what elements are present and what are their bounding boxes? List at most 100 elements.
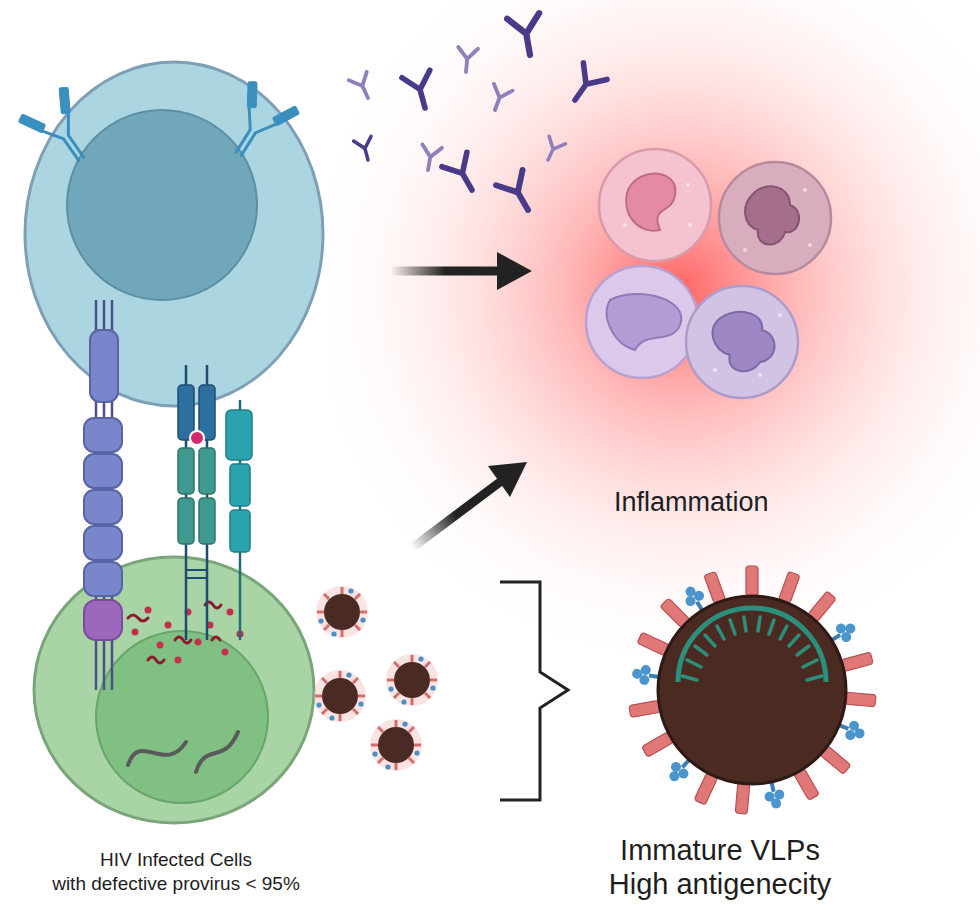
granulocytes xyxy=(586,266,698,378)
infected-cell xyxy=(212,637,220,640)
immature-vlp xyxy=(717,626,724,639)
released-vlps xyxy=(386,654,438,706)
granulocytes xyxy=(623,183,812,377)
granulocytes xyxy=(623,223,627,227)
inflammation-label: Inflammation xyxy=(614,487,769,518)
b-cell xyxy=(16,62,323,406)
secreted-antibodies xyxy=(456,47,478,73)
receptors xyxy=(230,464,250,506)
infected-cell xyxy=(128,742,186,765)
receptors xyxy=(186,577,207,579)
infected-cell xyxy=(34,557,314,823)
infected-cell xyxy=(227,609,234,616)
granulocytes xyxy=(586,149,831,398)
granulocytes xyxy=(686,286,798,398)
granulocytes xyxy=(745,186,799,244)
receptors xyxy=(84,600,122,640)
granulocytes xyxy=(719,162,831,274)
infected-cell xyxy=(196,732,238,772)
receptors xyxy=(199,448,215,494)
b-cell xyxy=(16,84,107,178)
immature-vlp xyxy=(845,692,876,707)
immature-vlp xyxy=(758,617,760,631)
immature-vlp xyxy=(735,783,750,814)
cell-caption: with defective provirus < 95% xyxy=(52,873,300,895)
vlp-caption: High antigenecity xyxy=(609,868,831,901)
granulocytes xyxy=(626,174,675,231)
secreted-antibodies xyxy=(354,136,377,162)
immature-vlp xyxy=(780,626,787,639)
immature-vlp xyxy=(746,566,758,596)
infected-cell xyxy=(175,637,191,643)
inflammation-glow xyxy=(330,0,980,700)
infected-cell xyxy=(132,629,139,636)
receptors xyxy=(84,562,122,596)
immature-vlp xyxy=(695,646,707,655)
infected-cell xyxy=(145,607,152,614)
secreted-antibodies xyxy=(402,70,439,111)
immature-vlp xyxy=(779,571,801,603)
infected-cell xyxy=(96,631,268,803)
infected-cell xyxy=(148,657,164,663)
arrows xyxy=(412,482,500,548)
immature-vlp xyxy=(807,676,822,680)
granulocytes xyxy=(808,243,812,247)
receptors xyxy=(199,498,215,544)
immature-vlp xyxy=(803,660,817,667)
immature-vlp xyxy=(789,635,799,646)
granulocytes xyxy=(743,248,747,252)
receptors xyxy=(84,490,122,524)
released-vlps xyxy=(316,586,368,638)
secreted-antibodies xyxy=(507,13,546,58)
arrows xyxy=(392,252,532,548)
secreted-antibodies xyxy=(349,72,377,102)
receptors xyxy=(190,431,204,445)
granulocytes xyxy=(686,183,690,187)
secreted-antibodies xyxy=(540,136,566,164)
released-vlps xyxy=(314,586,438,771)
immature-vlp xyxy=(629,700,661,717)
receptors xyxy=(178,385,194,440)
granulocytes xyxy=(607,294,681,350)
immature-vlp xyxy=(730,620,735,634)
secreted-antibodies xyxy=(418,144,442,171)
arrows xyxy=(497,252,532,290)
receptors xyxy=(90,330,118,402)
released-vlps xyxy=(370,719,422,771)
granulocytes xyxy=(803,188,807,192)
granulocytes xyxy=(599,149,711,261)
receptors xyxy=(186,570,207,578)
secreted-antibodies xyxy=(349,13,607,217)
immature-vlp xyxy=(687,660,701,667)
b-cell xyxy=(67,110,257,300)
immature-vlp xyxy=(797,646,809,655)
infected-cell xyxy=(157,642,164,649)
immature-vlp xyxy=(682,676,697,680)
immature-vlp xyxy=(704,571,726,603)
infected-cell xyxy=(165,622,172,629)
immature-vlp xyxy=(705,635,715,646)
infected-cell xyxy=(222,649,229,656)
immature-vlp xyxy=(744,617,746,631)
receptors xyxy=(84,526,122,560)
receptors xyxy=(178,448,194,494)
receptors xyxy=(178,498,194,544)
receptors xyxy=(84,418,122,596)
secreted-antibodies xyxy=(442,152,485,197)
granulocytes xyxy=(713,312,775,372)
granulocytes xyxy=(758,373,762,377)
granulocytes xyxy=(778,313,782,317)
receptors xyxy=(84,300,252,690)
bracket xyxy=(500,582,568,800)
released-vlps xyxy=(314,670,366,722)
infected-cell xyxy=(195,639,202,646)
cell-caption: HIV Infected Cells xyxy=(100,849,252,871)
infected-cell xyxy=(128,615,148,621)
receptors xyxy=(84,418,122,452)
secreted-antibodies xyxy=(486,84,513,114)
b-cell xyxy=(212,78,302,171)
immature-vlp xyxy=(629,566,876,814)
arrows xyxy=(392,267,502,276)
arrows xyxy=(488,462,527,497)
